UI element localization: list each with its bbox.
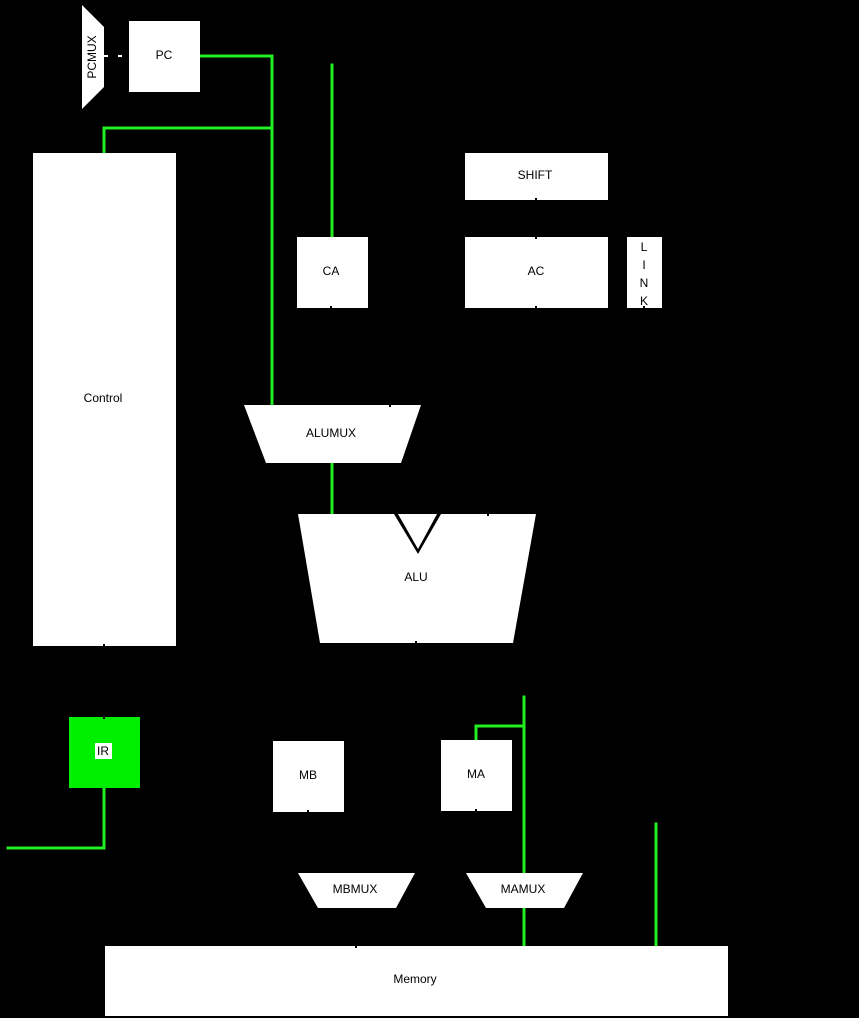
ma-label: MA	[467, 767, 485, 781]
ir-block[interactable]: IR	[69, 717, 140, 788]
wire-pc-to-alumux	[198, 54, 274, 407]
pc-label: PC	[156, 48, 173, 62]
mamux-label: MAMUX	[501, 882, 546, 896]
link-letter: K	[640, 294, 648, 308]
wire-ir-output	[6, 785, 106, 850]
port-ticks	[103, 198, 645, 948]
pcmux-label: PCMUX	[85, 35, 99, 78]
link-letter: N	[640, 276, 649, 290]
active-wires	[6, 54, 658, 948]
memory-label: Memory	[393, 972, 436, 986]
control-label: Control	[84, 391, 123, 405]
shift-block[interactable]: SHIFT	[465, 153, 608, 200]
ac-block[interactable]: AC	[465, 237, 608, 308]
memory-block[interactable]: Memory	[105, 946, 728, 1016]
wire-pc-to-control	[102, 126, 274, 155]
alu-label: ALU	[404, 570, 427, 584]
alu-notch-inner	[398, 514, 437, 549]
ca-label: CA	[323, 264, 340, 278]
shift-label: SHIFT	[518, 168, 553, 182]
alu-block[interactable]: ALU	[298, 514, 536, 643]
ca-block[interactable]: CA	[297, 237, 368, 308]
mbmux-label: MBMUX	[333, 882, 378, 896]
link-letter: I	[642, 258, 645, 272]
alumux-block[interactable]: ALUMUX	[244, 405, 421, 463]
link-letter: L	[641, 240, 648, 254]
mb-block[interactable]: MB	[273, 741, 344, 812]
alumux-label: ALUMUX	[306, 426, 356, 440]
mb-label: MB	[299, 768, 317, 782]
pc-block[interactable]: PC	[129, 21, 200, 92]
mbmux-block[interactable]: MBMUX	[298, 873, 415, 908]
ir-label: IR	[97, 744, 109, 758]
ir-label-bg	[95, 743, 112, 759]
pcmux-block[interactable]: PCMUX	[82, 5, 104, 109]
ac-label: AC	[528, 264, 545, 278]
ma-block[interactable]: MA	[441, 740, 512, 811]
wire-bus-to-ma	[474, 724, 526, 743]
control-block[interactable]: Control	[33, 153, 176, 646]
mamux-block[interactable]: MAMUX	[466, 873, 583, 908]
